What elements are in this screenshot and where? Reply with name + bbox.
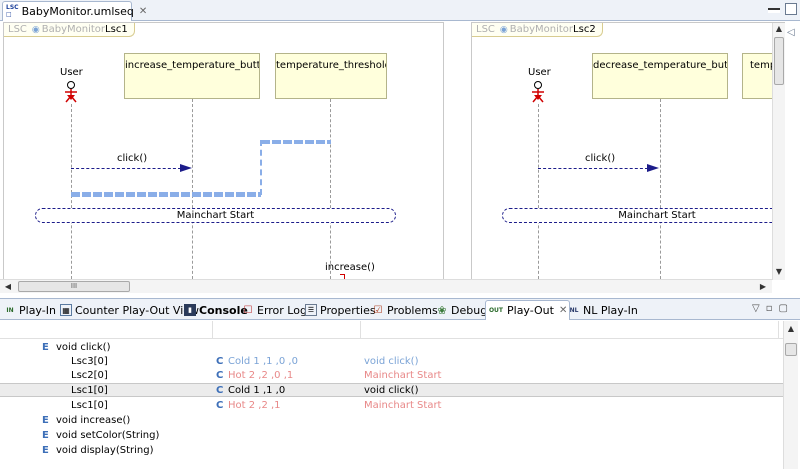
play-out-icon: OUT (488, 307, 504, 314)
eye-icon: ◉ (31, 24, 40, 35)
actor-icon[interactable] (64, 81, 78, 103)
eye-icon: ◉ (499, 24, 508, 35)
scroll-right-icon[interactable]: ▶ (759, 282, 767, 291)
lsc1-mainchart-start[interactable]: Mainchart Start (35, 208, 396, 223)
view-menu-buttons[interactable]: ▽▫▢ (752, 303, 794, 314)
cut-icon: C (216, 370, 224, 381)
scrollbar-thumb[interactable] (785, 343, 797, 356)
table-row[interactable]: Lsc2[0] C Hot 2 ,2 ,0 ,1 Mainchart Start (71, 370, 442, 381)
event-icon: E (42, 342, 49, 353)
problems-icon: ☑ (373, 304, 383, 316)
lsc1-lifeline-0 (192, 99, 193, 279)
arrow-icon (180, 164, 192, 172)
tab-debug[interactable]: ❀Debug (437, 303, 488, 317)
tab-counter-play-out-view[interactable]: ▦Counter Play-Out View (58, 300, 201, 320)
table-vertical-scrollbar[interactable]: ▲ (783, 321, 798, 469)
lsc1-lifeline-box-1[interactable]: temperature_threshold (275, 53, 387, 99)
lsc1-hot-marker (340, 274, 345, 279)
close-icon[interactable]: ✕ (138, 6, 148, 17)
cut-icon: C (216, 400, 224, 411)
event-icon: E (42, 445, 49, 456)
editor-horizontal-scrollbar[interactable]: ◀ III ▶ (0, 279, 772, 293)
lsc2-mainchart-start[interactable]: Mainchart Start (502, 208, 785, 223)
lsc1-cut-line-step (260, 140, 262, 195)
editor-tab-label: BabyMonitor.umlseq (21, 5, 134, 18)
editor-tab-bar: LSC□ BabyMonitor.umlseq ✕ (0, 0, 800, 21)
arrow-icon (647, 164, 659, 172)
table-row[interactable]: Lsc1[0] C Hot 2 ,2 ,1 Mainchart Start (71, 400, 442, 411)
table-header (0, 321, 783, 339)
lsc2-message-line[interactable] (538, 168, 648, 169)
scroll-up-icon[interactable]: ▲ (787, 324, 795, 333)
nl-play-in-icon: NL (569, 306, 579, 314)
lsc2-user-lifeline (538, 104, 539, 279)
scroll-down-icon[interactable]: ▼ (775, 267, 783, 276)
lsc1-user-lifeline (71, 104, 72, 279)
lsc1-second-message-label: increase() (325, 262, 375, 273)
scrollbar-thumb[interactable]: III (18, 281, 130, 292)
lsc2-message-label: click() (585, 153, 616, 164)
actor-icon[interactable] (531, 81, 545, 103)
lsc1-lifeline-1 (330, 99, 331, 279)
table-row[interactable]: E void increase() (42, 415, 131, 426)
lsc1-cut-line-low (71, 192, 261, 197)
table-row[interactable]: E void setColor(String) (42, 430, 160, 441)
table-row[interactable]: Lsc1[0] C Cold 1 ,1 ,0 void click() (0, 383, 783, 397)
tab-error-log[interactable]: ☐Error Log (243, 303, 307, 317)
close-icon[interactable]: ✕ (558, 305, 568, 316)
cut-icon: C (216, 356, 224, 367)
tab-console[interactable]: ▮Console (182, 300, 250, 320)
lsc1-actor-label: User (60, 67, 83, 78)
scrollbar-thumb[interactable] (774, 37, 784, 85)
editor-tab-babymonitor[interactable]: LSC□ BabyMonitor.umlseq ✕ (2, 1, 147, 21)
tab-problems[interactable]: ☑Problems (373, 303, 438, 317)
error-log-icon: ☐ (243, 304, 253, 316)
lsc2-lifeline-0 (660, 99, 661, 279)
table-row[interactable]: E void click() (42, 342, 111, 353)
scroll-left-icon[interactable]: ◀ (4, 282, 12, 291)
lsc1-message-label: click() (117, 153, 148, 164)
lsc2-actor-label: User (528, 67, 551, 78)
lsc1-lifeline-box-0[interactable]: increase_temperature_button (124, 53, 260, 99)
event-icon: E (42, 430, 49, 441)
table-row[interactable]: Lsc3[0] C Cold 1 ,1 ,0 ,0 void click() (71, 356, 419, 367)
cut-icon: C (216, 385, 224, 396)
event-icon: E (42, 415, 49, 426)
play-in-icon: IN (6, 306, 14, 314)
scroll-up-icon[interactable]: ▲ (775, 24, 783, 33)
counter-playout-icon: ▦ (60, 304, 72, 316)
lsc1-cut-line-high (261, 140, 331, 144)
minimize-button[interactable] (768, 8, 780, 13)
lsc-file-icon: LSC□ (6, 3, 19, 18)
play-out-table[interactable]: E void click() Lsc3[0] C Cold 1 ,1 ,0 ,0… (0, 321, 783, 469)
table-row[interactable]: E void display(String) (42, 445, 154, 456)
collapse-arrow-icon[interactable]: ◁ (787, 27, 795, 38)
lsc1-message-line[interactable] (71, 168, 181, 169)
editor-vertical-scrollbar[interactable]: ▲ ▼ (772, 23, 785, 280)
lsc2-lifeline-box-0[interactable]: decrease_temperature_butt... (592, 53, 728, 99)
properties-icon: ☰ (305, 304, 317, 316)
debug-icon: ❀ (437, 303, 447, 317)
tab-properties[interactable]: ☰Properties (303, 300, 378, 320)
maximize-button[interactable] (785, 3, 797, 15)
console-icon: ▮ (184, 304, 196, 316)
